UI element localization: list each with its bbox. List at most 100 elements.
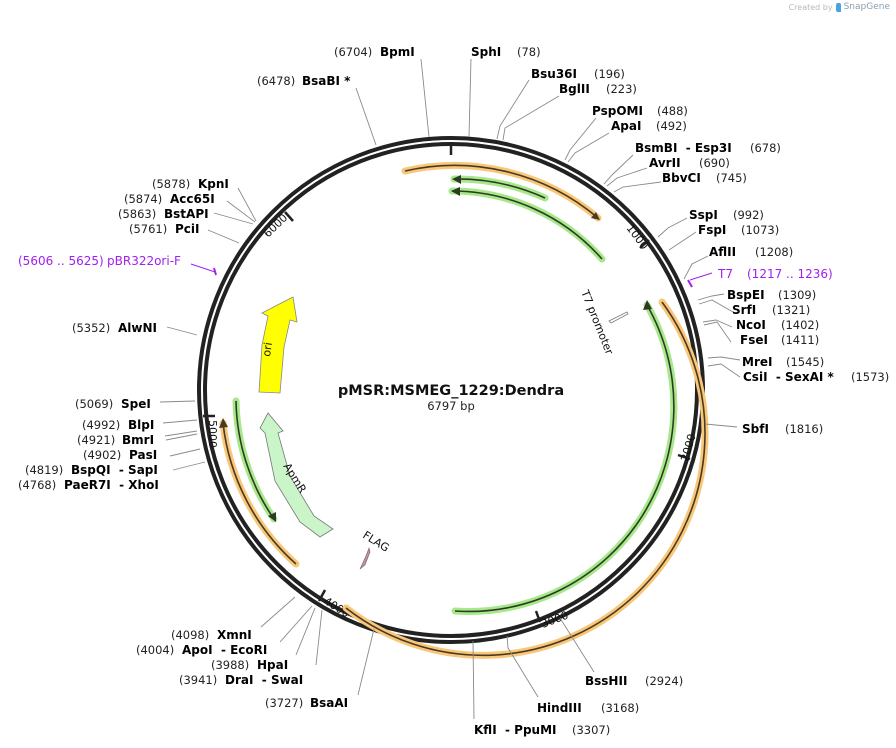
site-acc65i[interactable]: (5874)Acc65I (124, 192, 215, 206)
t7-promoter-feature[interactable]: T7 promoter (578, 287, 629, 357)
site-bspqi-sapi[interactable]: (4819)BspQI - SapI (25, 463, 158, 477)
site-mrei[interactable]: MreI (1545) (742, 355, 824, 369)
site-spei[interactable]: (5069) SpeI (75, 397, 151, 411)
primer-t7-range-visible: (1217 .. 1236) (747, 267, 833, 281)
site-position: (4768) (18, 478, 56, 492)
flag-feature[interactable]: FLAG (359, 529, 392, 570)
site-position: (3988) (211, 658, 249, 672)
site-aflii[interactable]: AflII(1208) (709, 245, 793, 259)
site-name: HpaI (257, 658, 288, 672)
site-name: SphI (471, 45, 501, 59)
site-position: (1545) (786, 355, 824, 369)
site-csii-sexai[interactable]: CsiI - SexAI *(1573) (743, 370, 889, 384)
site-avrii[interactable]: AvrII (690) (649, 156, 730, 170)
site-name: AlwNI (118, 321, 157, 335)
site-bsu36i[interactable]: Bsu36I(196) (531, 67, 625, 81)
site-pspomi[interactable]: PspOMI (488) (592, 104, 688, 118)
site-position: (992) (733, 208, 764, 222)
site-position: (690) (699, 156, 730, 170)
site-name: BbvCI (662, 171, 701, 185)
site-fsei[interactable]: FseI (1411) (740, 333, 819, 347)
site-name: SpeI (121, 397, 151, 411)
site-position: (6478) (257, 74, 295, 88)
orf-arcs-orange (219, 161, 709, 659)
site-xmni[interactable]: (4098) XmnI (171, 628, 252, 642)
site-bsabi[interactable]: (6478)BsaBI * (257, 74, 351, 88)
site-name: SbfI (742, 422, 769, 436)
site-position: (1321) (772, 303, 810, 317)
tick-6000: 6000 (261, 211, 290, 240)
site-pcii[interactable]: (5761) PciI (129, 222, 200, 236)
site-bglii[interactable]: BglII(223) (559, 82, 637, 96)
site-ncoi[interactable]: NcoI(1402) (736, 318, 819, 332)
site-fspi[interactable]: FspI(1073) (698, 223, 779, 237)
site-bsshii[interactable]: BssHII(2924) (585, 674, 683, 688)
site-srfi[interactable]: SrfI(1321) (732, 303, 810, 317)
site-name: FseI (740, 333, 768, 347)
site-position: (1411) (781, 333, 819, 347)
site-position: (2924) (645, 674, 683, 688)
tick-marks (203, 142, 691, 623)
site-name: Bsu36I (531, 67, 577, 81)
site-kfli-ppumi[interactable]: KflI - PpuMI(3307) (474, 723, 610, 737)
site-position: (5761) (129, 222, 167, 236)
site-name: MreI (742, 355, 772, 369)
site-bstapi[interactable]: (5863)BstAPI (118, 207, 209, 221)
site-position: (5863) (118, 207, 156, 221)
ori-label: ori (260, 341, 275, 357)
site-bmri[interactable]: (4921)BmrI (77, 433, 154, 447)
site-apoi-ecori[interactable]: (4004) ApoI - EcoRI (136, 643, 267, 657)
site-blpi[interactable]: (4992)BlpI (82, 418, 154, 432)
primer-t7-name: T7 (717, 267, 733, 281)
site-position: (5352) (72, 321, 110, 335)
site-drai-swai[interactable]: (3941)DraI - SwaI (179, 673, 303, 687)
site-position: (488) (657, 104, 688, 118)
site-kpni[interactable]: (5878)KpnI (152, 177, 229, 191)
site-name: PciI (175, 222, 200, 236)
site-sspi[interactable]: SspI(992) (689, 208, 764, 222)
site-position: (1073) (741, 223, 779, 237)
site-position: (4004) (136, 643, 174, 657)
site-name: PaeR7I - XhoI (64, 478, 159, 492)
site-name: ApaI (611, 119, 641, 133)
site-position: (5874) (124, 192, 162, 206)
ori-feature[interactable]: ori (258, 296, 298, 394)
site-bspei[interactable]: BspEI(1309) (727, 288, 816, 302)
site-name: AvrII (649, 156, 681, 170)
site-labels: (6704)BpmI SphI(78) (6478)BsaBI * Bsu36I… (18, 45, 889, 737)
site-position: (3307) (572, 723, 610, 737)
site-bbvci[interactable]: BbvCI(745) (662, 171, 747, 185)
site-name: BmrI (122, 433, 154, 447)
site-alwni[interactable]: (5352) AlwNI (72, 321, 157, 335)
site-name: PspOMI (592, 104, 643, 118)
site-name: BspEI (727, 288, 765, 302)
credit-brand: SnapGene (843, 2, 890, 12)
site-bsmbi-esp3i[interactable]: BsmBI - Esp3I(678) (635, 141, 781, 155)
site-name: DraI - SwaI (225, 673, 303, 687)
site-hpai[interactable]: (3988) HpaI (211, 658, 288, 672)
site-name: BlpI (128, 418, 154, 432)
site-position: (4098) (171, 628, 209, 642)
site-sphi[interactable]: SphI(78) (471, 45, 541, 59)
site-bsaai[interactable]: (3727)BsaAI (265, 696, 348, 710)
site-position: (1573) (851, 370, 889, 384)
site-name: HindIII (537, 701, 582, 715)
site-name: BsmBI - Esp3I (635, 141, 732, 155)
primer-pbr-name: pBR322ori-F (107, 254, 181, 268)
site-hindiii[interactable]: HindIII(3168) (537, 701, 639, 715)
site-position: (223) (606, 82, 637, 96)
site-pasi[interactable]: (4902)PasI (83, 448, 157, 462)
snapgene-credit: Created by SnapGene (789, 2, 890, 12)
primer-t7[interactable]: T7 (5606 .. 5625) (1217 .. 1236) (687, 267, 833, 288)
site-bpmi[interactable]: (6704)BpmI (334, 45, 415, 59)
site-name: XmnI (217, 628, 252, 642)
site-position: (5878) (152, 177, 190, 191)
site-apai[interactable]: ApaI(492) (611, 119, 687, 133)
site-position: (5069) (75, 397, 113, 411)
primer-pbr322ori-f[interactable]: (5606 .. 5625) pBR322ori-F (18, 254, 217, 276)
site-name: ApoI - EcoRI (182, 643, 267, 657)
site-paer7i-xhoi[interactable]: (4768) PaeR7I - XhoI (18, 478, 159, 492)
site-name: NcoI (736, 318, 766, 332)
site-sbfi[interactable]: SbfI(1816) (742, 422, 823, 436)
